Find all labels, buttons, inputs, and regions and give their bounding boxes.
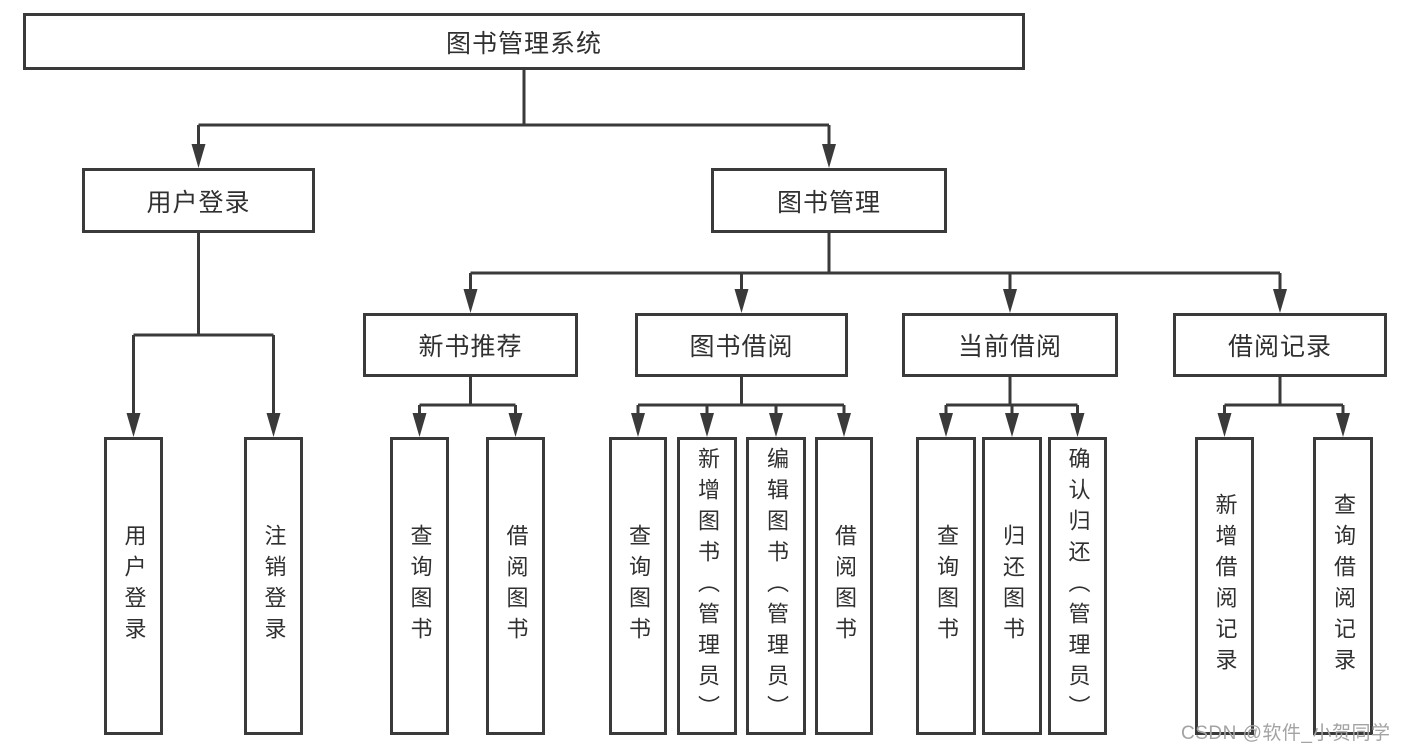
connector-root-split: [191, 70, 836, 168]
node-new-book-recommend: 新书推荐: [363, 313, 578, 377]
node-add-borrow-record: 新增借阅记录: [1195, 437, 1254, 735]
node-user-login-action: 用户登录: [104, 437, 163, 735]
node-book-management: 图书管理: [711, 168, 947, 233]
arrow-down-icon: [1217, 413, 1232, 437]
node-query-books-recommend: 查询图书: [390, 437, 449, 735]
arrow-down-icon: [266, 413, 281, 437]
node-library-management-system: 图书管理系统: [23, 13, 1025, 70]
connector-book-borrowing-split: [631, 377, 851, 437]
node-current-borrowing: 当前借阅: [902, 313, 1118, 377]
arrow-down-icon: [1336, 413, 1350, 437]
node-query-books-borrowing: 查询图书: [609, 437, 667, 735]
node-logout: 注销登录: [244, 437, 303, 735]
node-return-books: 归还图书: [982, 437, 1042, 735]
node-query-books-current: 查询图书: [916, 437, 976, 735]
node-user-login: 用户登录: [82, 168, 315, 233]
arrow-down-icon: [1070, 413, 1085, 437]
arrow-down-icon: [700, 413, 714, 437]
arrow-down-icon: [463, 289, 478, 313]
connector-book-management-split: [463, 233, 1287, 313]
arrow-down-icon: [508, 413, 523, 437]
node-add-books-admin: 新增图书（管理员）: [677, 437, 737, 735]
node-book-borrowing: 图书借阅: [635, 313, 848, 377]
connector-new-book-recommend-split: [412, 377, 523, 437]
arrow-down-icon: [1005, 413, 1019, 437]
csdn-watermark: CSDN @软件_小贺同学: [1181, 723, 1391, 744]
arrow-down-icon: [191, 144, 206, 168]
node-borrow-books: 借阅图书: [815, 437, 873, 735]
node-query-borrow-record: 查询借阅记录: [1313, 437, 1373, 735]
arrow-down-icon: [631, 413, 645, 437]
arrow-down-icon: [412, 413, 427, 437]
node-edit-books-admin: 编辑图书（管理员）: [746, 437, 806, 735]
arrow-down-icon: [939, 413, 953, 437]
node-confirm-return-admin: 确认归还（管理员）: [1048, 437, 1107, 735]
node-borrowing-records: 借阅记录: [1173, 313, 1387, 377]
arrow-down-icon: [769, 413, 783, 437]
arrow-down-icon: [1273, 289, 1287, 313]
arrow-down-icon: [837, 413, 851, 437]
connector-current-borrowing-split: [939, 377, 1085, 437]
arrow-down-icon: [1003, 289, 1017, 313]
node-borrow-books-recommend: 借阅图书: [486, 437, 545, 735]
arrow-down-icon: [822, 144, 836, 168]
arrow-down-icon: [734, 289, 749, 313]
connector-borrowing-records-split: [1217, 377, 1350, 437]
connector-user-login-split: [126, 233, 281, 437]
arrow-down-icon: [126, 413, 141, 437]
